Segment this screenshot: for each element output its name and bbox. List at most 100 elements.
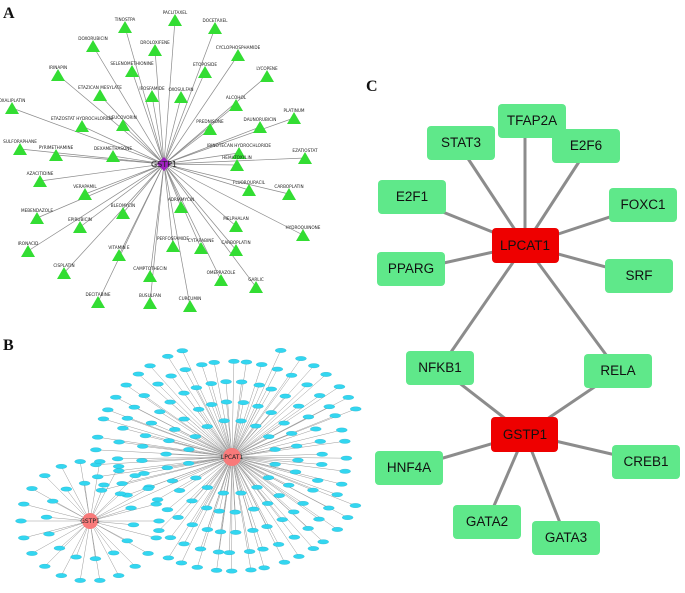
mirna-node [74,578,86,583]
drug-edge [163,163,191,307]
svg-text:OXOSULFAN: OXOSULFAN [168,87,193,92]
svg-text:AZACITIDINE: AZACITIDINE [27,171,54,176]
drug-edge [11,107,165,165]
drug-edge [163,96,182,165]
mirna-node [92,474,104,480]
mirna-edge [89,520,149,554]
svg-text:CARBOPLATIN: CARBOPLATIN [274,184,303,189]
mirna-node [186,522,198,528]
svg-text:IRONACID: IRONACID [18,241,39,246]
svg-text:PYRIMETHAMINE: PYRIMETHAMINE [39,145,74,150]
mirna-node [39,473,51,479]
mirna-node [132,371,145,377]
drug-edge [163,71,206,165]
tf-node-gata2: GATA2 [453,505,521,539]
mirna-edge [231,456,280,496]
mirna-edge [231,456,279,545]
drug-edge [97,163,165,303]
mirna-edge [79,461,91,522]
drug-edge [57,74,165,165]
drug-node: BLEOMYCIN [111,203,135,219]
drug-node: DECITABINE [85,292,111,308]
mirna-node [293,554,305,559]
mirna-edge [229,456,233,553]
mirna-node [163,438,175,444]
mirna-node [286,431,298,436]
drug-node: CISPLATIN [53,263,75,279]
mirna-node [201,527,214,532]
mirna-edge [89,520,101,581]
mirna-node [285,372,298,378]
mirna-edge [231,456,254,510]
svg-text:IRINAPIN: IRINAPIN [49,65,67,70]
mirna-node [252,403,264,409]
tf-node-stat3: STAT3 [427,126,495,160]
svg-text:CISPLATIN: CISPLATIN [53,263,74,268]
mirna-edge [231,456,318,481]
mirna-node [265,386,277,392]
drug-edge [163,163,222,281]
mirna-edge [23,503,91,522]
mirna-node [243,549,256,554]
mirna-node [220,379,232,385]
mirna-edge [170,456,233,538]
mirna-node [271,366,283,372]
svg-text:PACLITAXEL: PACLITAXEL [163,10,188,15]
mirna-node [78,480,91,486]
mirna-node [261,524,273,529]
drug-node: EPIRUBICIN [68,217,92,233]
drug-edge [122,163,165,214]
mirna-node [201,505,213,511]
mirna-edge [231,456,298,461]
mirna-edge [95,456,233,465]
mirna-node [151,497,164,502]
drug-node: IRINAPIN [49,65,67,81]
mirna-node [18,501,30,507]
svg-text:E2F1: E2F1 [396,189,428,204]
mirna-edge [201,364,233,458]
mirna-node [213,508,225,514]
mirna-node [108,550,120,556]
mirna-edge [141,456,233,461]
mirna-node [226,568,238,574]
svg-text:GATA3: GATA3 [545,530,587,545]
mirna-node [289,469,302,475]
mirna-edge [198,409,233,458]
mirna-node [179,367,191,373]
mirna-edge [158,456,233,531]
drug-edge [163,117,295,165]
svg-text:CARBOPLATIN: CARBOPLATIN [221,240,250,245]
mirna-node [117,425,129,431]
mirna-node [153,518,165,524]
mirna-edge [231,456,347,459]
mirna-edge [213,362,233,458]
svg-text:OXALIPLATIN: OXALIPLATIN [0,98,25,103]
drug-node: PERFOSFAMIDE [157,236,189,252]
mirna-node [275,348,287,353]
svg-text:OMEPRAZOLE: OMEPRAZOLE [207,270,236,275]
mirna-edge [231,453,323,458]
mirna-node [129,563,141,569]
mirna-node [312,478,324,483]
mirna-node [329,413,341,419]
mirna-node [160,451,172,457]
drug-edge [112,155,165,165]
mirna-node [161,465,173,471]
panel-b-hub-gstp1-label: GSTP1 [80,518,100,525]
mirna-node [90,447,102,453]
drug-node: SELENOMETHIONINE [110,61,154,77]
mirna-node [314,393,326,398]
mirna-node [341,515,354,520]
mirna-node [183,447,195,452]
mirna-node [307,546,320,551]
mirna-node [269,447,281,452]
mirna-node [279,393,291,399]
drug-node: SULFORAPHANE [3,139,37,155]
mirna-node [127,522,140,528]
drug-edge [163,163,237,227]
mirna-edge [231,369,278,458]
svg-text:GARLIC: GARLIC [248,277,264,282]
mirna-node [154,409,166,415]
mirna-node [314,439,326,444]
